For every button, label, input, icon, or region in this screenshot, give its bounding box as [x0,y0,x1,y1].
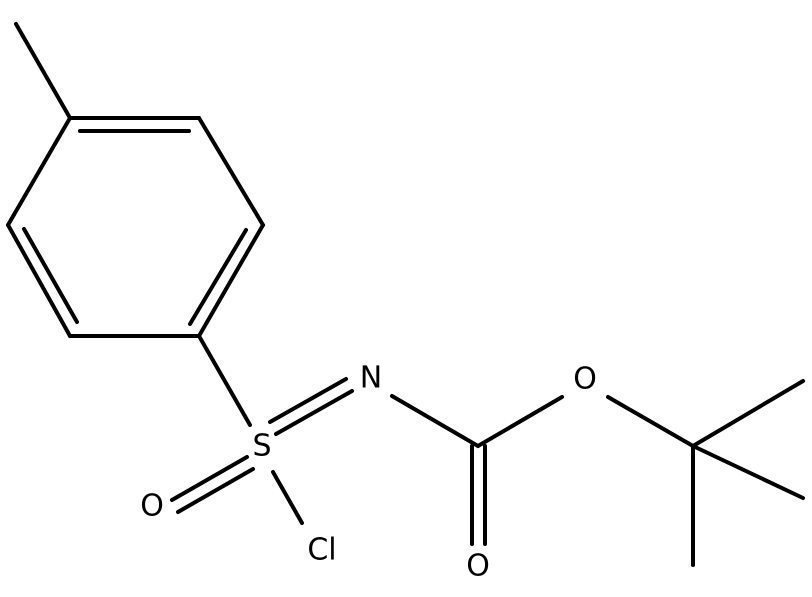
bond-carbon-oxygen-ester [476,395,564,448]
bond-sulfur-nitrogen-a [274,389,354,436]
bond-ring-lower-left [6,223,72,338]
bond-ring-lower-left-inner [22,227,79,324]
atom-label-sulfonyl-oxygen: O [140,489,164,524]
atom-label-ester-oxygen: O [573,362,597,397]
atom-label-chlorine: Cl [307,533,336,568]
atom-label-nitrogen: N [360,361,382,396]
bond-ring-sulfur [197,334,252,427]
bond-ring-upper-left [6,116,72,227]
bond-oxygen-tertcarbon [606,395,695,448]
bond-tbutyl-methyl-lower [691,444,805,500]
bond-methyl-ring [14,22,72,120]
bond-sulfur-oxygen-b [176,467,255,514]
atom-label-sulfur: S [252,429,271,464]
bond-sulfur-chlorine [271,470,304,525]
bond-ring-lower-right [197,223,265,338]
atom-label-carbonyl-oxygen: O [466,549,490,584]
bond-ring-upper-right [197,116,265,227]
bond-ring-lower-right-inner [188,228,248,326]
bond-tbutyl-methyl-upper [691,379,805,448]
bond-nitrogen-carbon [390,394,480,448]
bond-sulfur-oxygen-a [170,455,249,502]
bond-sulfur-nitrogen-b [268,377,348,424]
